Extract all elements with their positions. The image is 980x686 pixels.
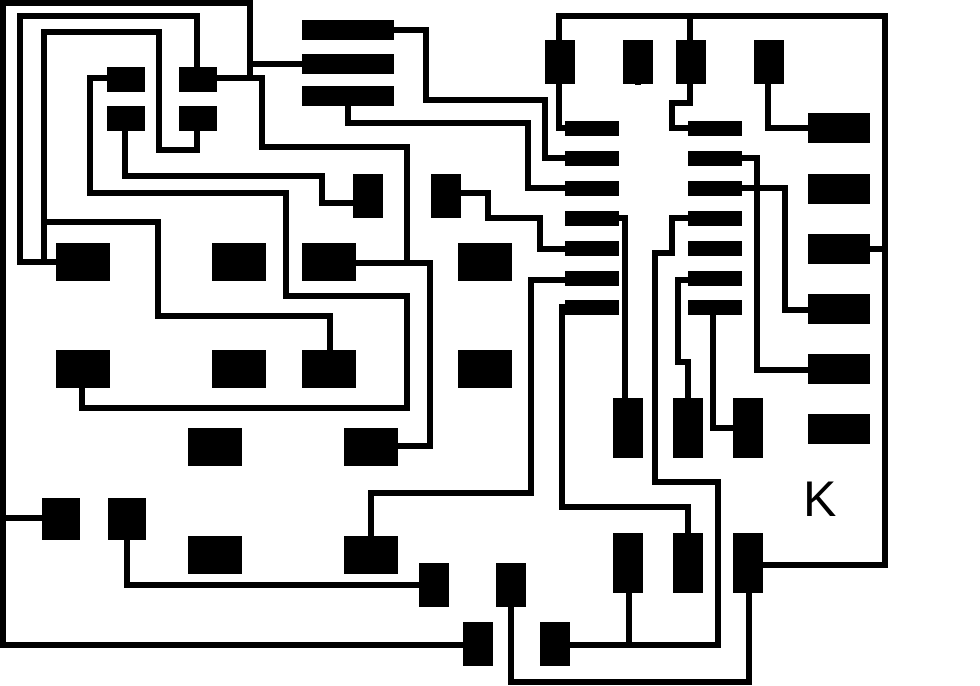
- trace: [508, 560, 752, 685]
- pad: [808, 294, 870, 324]
- trace: [552, 215, 721, 648]
- pad: [179, 106, 217, 131]
- pad: [188, 536, 242, 574]
- pad: [754, 40, 784, 84]
- pad: [733, 398, 763, 458]
- pad: [623, 40, 653, 84]
- pad: [302, 350, 356, 388]
- pad: [302, 54, 394, 74]
- pad: [107, 67, 145, 92]
- trace: [41, 29, 200, 265]
- trace: [124, 515, 437, 588]
- traces: [0, 0, 888, 685]
- pad: [673, 533, 703, 593]
- ic-pin: [688, 271, 742, 286]
- trace: [41, 219, 333, 371]
- ic-pin: [565, 181, 619, 196]
- pad: [458, 350, 512, 388]
- ic-pin: [688, 300, 742, 315]
- trace: [669, 79, 716, 131]
- pad: [613, 533, 643, 593]
- pad: [344, 536, 398, 574]
- pad: [458, 243, 512, 281]
- pad: [419, 563, 449, 607]
- pad: [808, 354, 870, 384]
- pad: [344, 428, 398, 466]
- pad: [540, 622, 570, 666]
- trace: [0, 0, 481, 648]
- pad: [188, 428, 242, 466]
- ic-pin: [688, 151, 742, 166]
- trace: [442, 190, 593, 252]
- pad: [673, 398, 703, 458]
- ic-pin: [565, 211, 619, 226]
- pad: [107, 106, 145, 131]
- pad: [179, 67, 217, 92]
- ic-pin: [565, 121, 619, 136]
- ic-pin: [688, 181, 742, 196]
- pad: [733, 533, 763, 593]
- trace: [368, 277, 593, 555]
- ic-pin: [565, 300, 619, 315]
- pad: [496, 563, 526, 607]
- pad: [808, 174, 870, 204]
- pad: [353, 174, 383, 218]
- pad: [613, 398, 643, 458]
- pad: [808, 234, 870, 264]
- pad: [431, 174, 461, 218]
- pad: [302, 243, 356, 281]
- pad: [56, 350, 110, 388]
- trace: [389, 27, 593, 161]
- ic-pin: [688, 121, 742, 136]
- ic-pin: [688, 241, 742, 256]
- trace: [317, 260, 433, 449]
- ic-pin: [688, 211, 742, 226]
- pad: [676, 40, 706, 84]
- pad: [302, 20, 394, 40]
- pad: [463, 622, 493, 666]
- pad: [42, 498, 80, 540]
- pad: [545, 40, 575, 84]
- pad: [808, 113, 870, 143]
- ic-pin: [565, 241, 619, 256]
- pad: [108, 498, 146, 540]
- trace: [17, 13, 200, 265]
- pad: [212, 350, 266, 388]
- trace: [345, 93, 593, 191]
- board-marker-label: K: [803, 471, 837, 527]
- pad: [302, 86, 394, 106]
- ic-pin: [565, 151, 619, 166]
- trace: [556, 13, 888, 568]
- ic-pin: [565, 271, 619, 286]
- pad: [808, 414, 870, 444]
- pads: [42, 20, 870, 666]
- trace: [79, 75, 410, 411]
- pad: [56, 243, 110, 281]
- pad: [212, 243, 266, 281]
